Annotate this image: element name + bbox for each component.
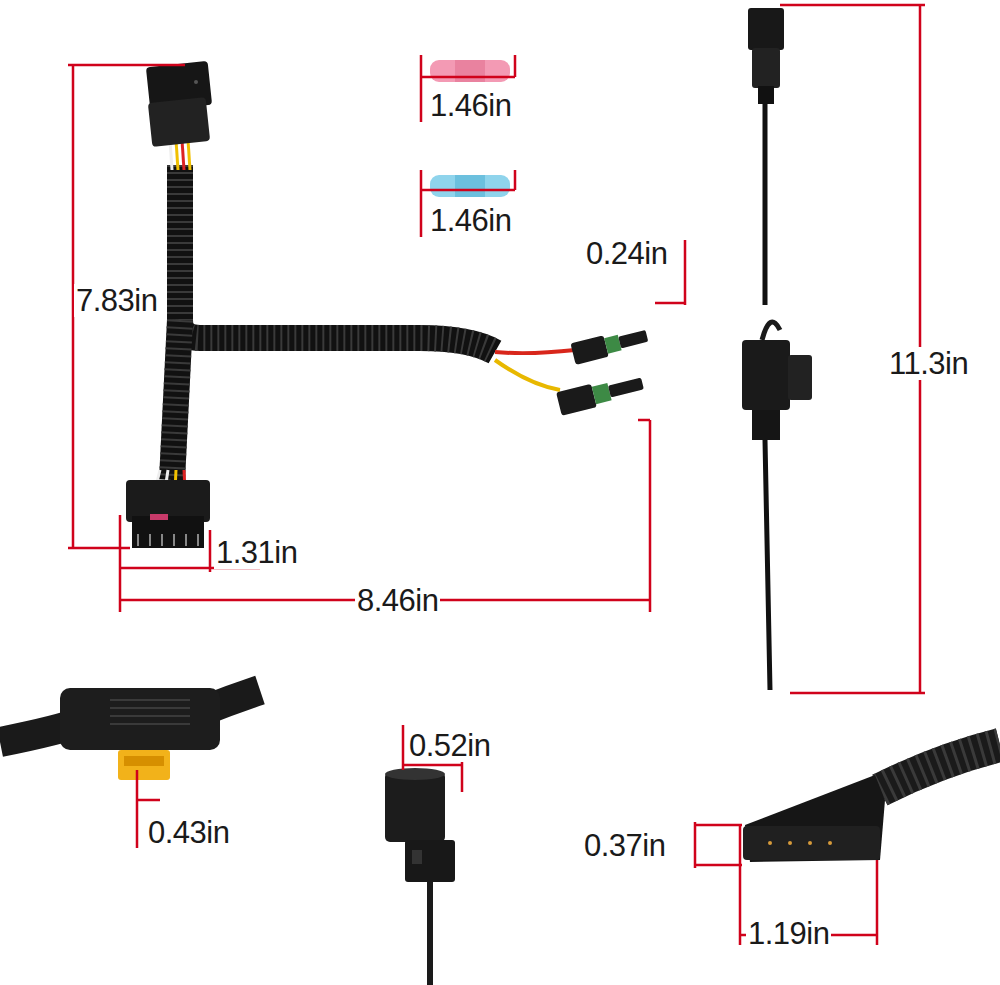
pin-connector-closeup [743,745,1000,862]
dimension-label: 11.3in [887,347,970,380]
red-lead-connector [570,325,649,365]
dimension-label: 1.46in [428,89,513,122]
dimension-lines [68,5,925,945]
bottom-connector [126,480,210,548]
dimension-label: 0.52in [407,729,492,762]
butt-connector-blue [430,175,510,197]
harness [126,61,650,548]
dimension-label: 1.19in [746,917,831,950]
wires [155,140,190,490]
yellow-wire [495,360,560,390]
tube-ribs [172,320,180,480]
yellow-lead-connector [556,372,645,416]
dimension-label: 8.46in [355,584,440,617]
butt-connector-pink [430,60,510,82]
dimension-label: 1.31in [214,536,299,569]
dimension-label: 1.46in [428,204,513,237]
dimension-label: 7.83in [74,284,159,317]
dimension-label: 0.24in [584,237,669,270]
dimension-label: 0.37in [582,829,667,862]
red-wire [495,350,575,353]
tube [172,320,180,480]
top-connector [146,61,212,147]
dimension-label: 0.43in [146,816,231,849]
connector-closeup [385,768,455,985]
fuse-closeup [0,688,260,780]
fuse-lead [742,8,812,690]
